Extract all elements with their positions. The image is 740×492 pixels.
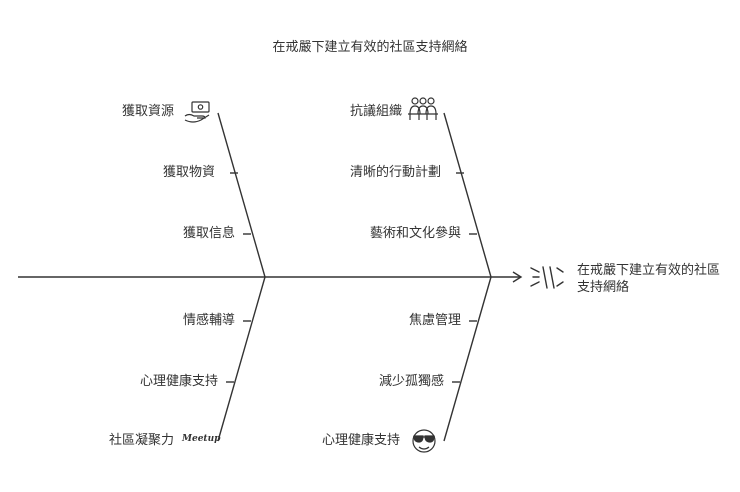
bone-top-right xyxy=(443,112,492,278)
group-people-icon xyxy=(408,97,438,120)
cause-label-br-1: 焦慮管理 xyxy=(408,313,461,328)
cause-label-tr-1: 抗議組織 xyxy=(349,104,402,119)
meetup-logo-text: Meetup xyxy=(182,434,221,444)
money-hand-icon xyxy=(184,101,210,123)
effect-label: 在戒嚴下建立有效的社區支持網絡 xyxy=(577,263,721,295)
bone-bottom-left xyxy=(217,276,266,442)
cause-label-tl-2: 獲取物資 xyxy=(162,165,215,180)
meetup-logo-icon: Meetup xyxy=(182,434,220,444)
cause-label-tr-3: 藝術和文化參與 xyxy=(369,226,461,241)
bone-top-left xyxy=(217,112,266,278)
cause-label-bl-1: 情感輔導 xyxy=(182,313,235,328)
cause-label-br-2: 減少孤獨感 xyxy=(378,374,444,389)
cause-label-br-3: 心理健康支持 xyxy=(321,433,400,448)
spine-arrowhead xyxy=(512,271,523,283)
cause-label-tr-2: 清晰的行動計劃 xyxy=(349,165,441,180)
bone-bottom-right xyxy=(443,276,492,442)
spark-lines-icon xyxy=(530,266,564,289)
cause-label-tl-3: 獲取信息 xyxy=(182,226,235,241)
diagram-title: 在戒嚴下建立有效的社區支持網絡 xyxy=(272,40,468,55)
sunglasses-face-icon xyxy=(412,429,436,453)
cause-label-bl-2: 心理健康支持 xyxy=(139,374,218,389)
cause-label-tl-1: 獲取資源 xyxy=(121,104,174,119)
cause-label-bl-3: 社區凝聚力 xyxy=(108,433,174,448)
